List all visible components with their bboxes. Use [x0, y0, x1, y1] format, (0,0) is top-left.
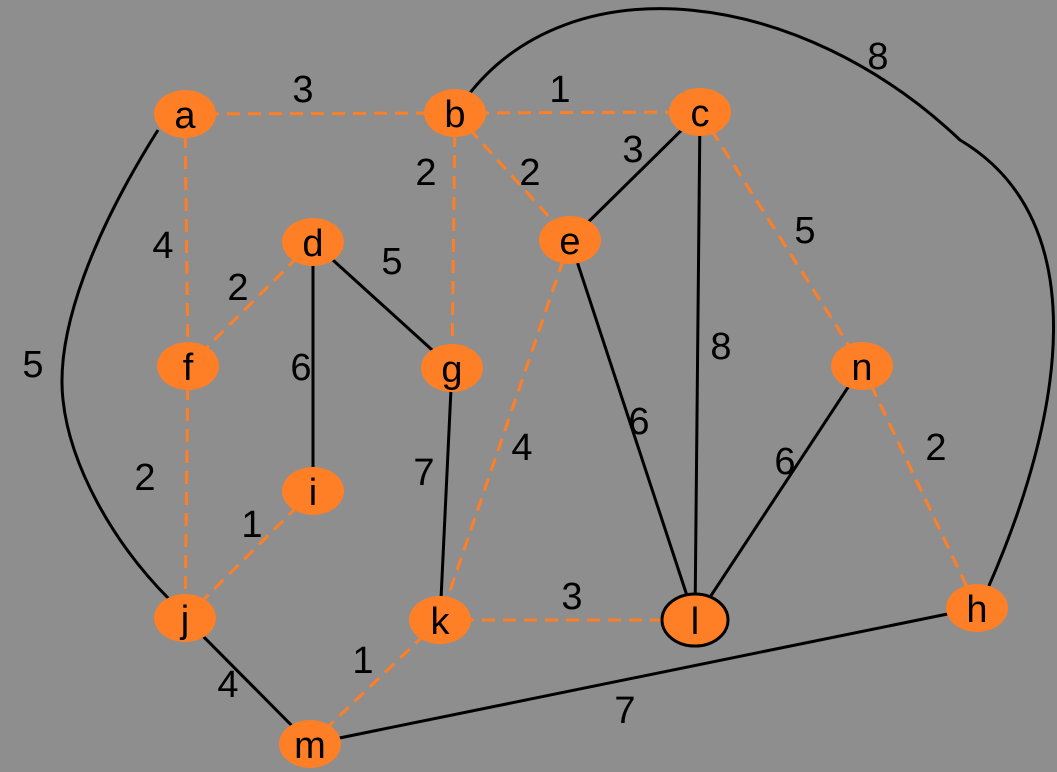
edge-b-g — [450, 112, 457, 369]
edge-weight-g-k: 7 — [413, 452, 434, 494]
edge-n-l — [693, 365, 864, 621]
node-label-n: n — [851, 347, 872, 389]
node-a[interactable]: a — [154, 90, 216, 138]
edge-weight-d-f: 2 — [227, 267, 248, 309]
node-ellipse-j[interactable] — [154, 594, 216, 642]
edge-weight-f-j: 2 — [134, 457, 155, 499]
node-ellipse-a[interactable] — [154, 90, 216, 138]
node-ellipse-c[interactable] — [669, 88, 731, 136]
edge-weight-e-l: 6 — [628, 401, 649, 443]
node-label-l: l — [691, 601, 699, 643]
edge-weight-k-l: 3 — [561, 576, 582, 618]
node-label-i: i — [309, 472, 317, 514]
edge-i-j — [183, 489, 315, 620]
node-ellipse-b[interactable] — [424, 89, 486, 137]
edge-weight-b-g: 2 — [415, 152, 436, 194]
node-ellipse-d[interactable] — [282, 218, 344, 266]
node-label-f: f — [183, 347, 194, 389]
edge-weight-i-j: 1 — [241, 504, 262, 546]
node-label-j: j — [180, 599, 189, 641]
edge-j-m — [183, 616, 312, 746]
node-ellipse-n[interactable] — [831, 342, 893, 390]
node-ellipse-e[interactable] — [539, 216, 601, 264]
edge-d-g — [311, 240, 454, 370]
edge-n-h — [860, 365, 979, 609]
edge-e-l — [568, 239, 697, 621]
edge-weight-c-l: 8 — [710, 326, 731, 368]
edge-weight-b-h: 8 — [867, 36, 888, 78]
edge-b-e — [453, 111, 572, 242]
edge-c-n — [698, 111, 864, 367]
nodes-layer: a b c d e f g n i j k l h m — [154, 88, 1008, 768]
edge-weight-d-i: 6 — [290, 347, 311, 389]
node-ellipse-k[interactable] — [409, 596, 471, 644]
node-g[interactable]: g — [421, 344, 483, 392]
node-label-k: k — [431, 601, 451, 643]
node-e[interactable]: e — [539, 216, 601, 264]
node-l[interactable]: l — [660, 592, 730, 648]
edge-weight-a-f: 4 — [152, 225, 173, 267]
node-label-b: b — [444, 94, 465, 136]
edge-m-h — [309, 606, 978, 746]
node-b[interactable]: b — [424, 89, 486, 137]
edge-weight-m-h: 7 — [614, 690, 635, 732]
edge-g-k — [438, 367, 454, 621]
node-ellipse-h[interactable] — [946, 584, 1008, 632]
node-ellipse-g[interactable] — [421, 344, 483, 392]
edge-e-k — [438, 239, 572, 621]
node-i[interactable]: i — [282, 467, 344, 515]
edge-b-h — [464, 7, 1055, 589]
node-ellipse-m[interactable] — [279, 720, 341, 768]
edge-f-j — [183, 365, 190, 619]
edge-a-j — [60, 129, 172, 602]
node-m[interactable]: m — [279, 720, 341, 768]
node-j[interactable]: j — [154, 594, 216, 642]
node-label-a: a — [174, 95, 196, 137]
node-label-m: m — [294, 725, 326, 767]
edge-weight-a-b: 3 — [292, 69, 313, 111]
node-c[interactable]: c — [669, 88, 731, 136]
edges-layer — [60, 7, 1055, 746]
edge-weight-b-c: 1 — [549, 69, 570, 111]
node-label-e: e — [559, 221, 580, 263]
edge-weight-k-m: 1 — [352, 640, 373, 682]
node-f[interactable]: f — [157, 342, 219, 390]
edge-c-e — [568, 110, 702, 242]
edge-weight-c-n: 5 — [794, 210, 815, 252]
node-ellipse-f[interactable] — [157, 342, 219, 390]
node-k[interactable]: k — [409, 596, 471, 644]
node-label-c: c — [691, 93, 710, 135]
node-label-h: h — [966, 589, 987, 631]
edge-weight-b-e: 2 — [519, 152, 540, 194]
node-label-g: g — [441, 349, 462, 391]
node-h[interactable]: h — [946, 584, 1008, 632]
edge-a-f — [183, 113, 190, 367]
edge-weight-n-h: 2 — [925, 427, 946, 469]
edge-d-f — [186, 240, 315, 368]
edge-weight-n-l: 6 — [774, 441, 795, 483]
edge-weight-c-e: 3 — [622, 129, 643, 171]
node-d[interactable]: d — [282, 218, 344, 266]
node-ellipse-i[interactable] — [282, 467, 344, 515]
node-label-d: d — [302, 223, 323, 265]
edge-weight-d-g: 5 — [381, 241, 402, 283]
edge-weight-a-j: 5 — [22, 344, 43, 386]
edge-a-b — [184, 111, 456, 116]
edge-c-l — [693, 111, 702, 621]
edge-k-m — [308, 618, 442, 746]
node-n[interactable]: n — [831, 342, 893, 390]
edge-weight-e-k: 4 — [511, 427, 532, 469]
node-ellipse-l[interactable] — [660, 592, 730, 648]
edge-weight-j-m: 4 — [217, 664, 238, 706]
